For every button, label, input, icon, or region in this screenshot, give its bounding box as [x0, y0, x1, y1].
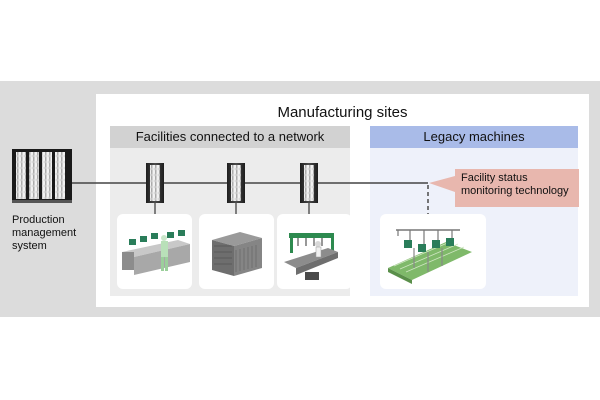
production-label-line-2: management: [12, 227, 77, 239]
production-label-line-1: Production: [12, 214, 65, 226]
manufacturing-sites-title: Manufacturing sites: [277, 104, 408, 121]
equipment-block-icon: [212, 232, 262, 276]
network-facilities-header: Facilities connected to a network: [110, 126, 350, 148]
server-rack-icon-3: [300, 163, 318, 214]
callout-line-1: Facility status: [461, 172, 528, 184]
legacy-conveyor-icon: [388, 229, 472, 284]
production-label-line-3: system: [12, 240, 47, 252]
production-server-icon: [12, 149, 72, 203]
server-rack-icon-1: [146, 163, 164, 214]
legacy-machines-header: Legacy machines: [370, 126, 578, 148]
control-room-icon: [122, 230, 190, 275]
callout-pointer: [429, 176, 455, 192]
server-rack-icon-2: [227, 163, 245, 214]
monitoring-technology-callout: Facility status monitoring technology: [455, 169, 579, 207]
assembly-line-icon: [284, 233, 338, 280]
callout-line-2: monitoring technology: [461, 185, 569, 197]
production-management-label: Production management system: [12, 214, 76, 253]
